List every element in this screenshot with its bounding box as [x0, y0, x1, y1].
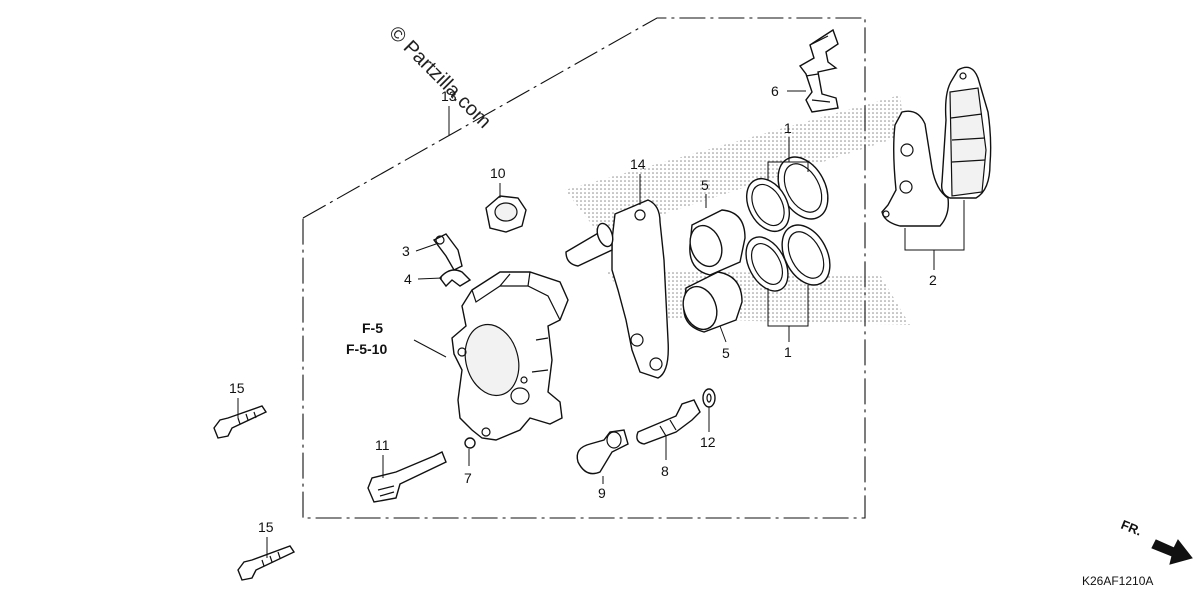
shading-band-lower — [605, 270, 910, 325]
callout-5-upper: 5 — [701, 177, 709, 193]
brake-pad-front[interactable] — [881, 110, 950, 227]
flange-bolt-lower[interactable] — [237, 545, 296, 581]
callout-6: 6 — [771, 83, 779, 99]
small-nut[interactable] — [464, 437, 476, 449]
callout-9: 9 — [598, 485, 606, 501]
reference-label-f5-10[interactable]: F-5-10 — [346, 341, 387, 357]
leader-lines — [237, 90, 965, 558]
bleeder-cap[interactable] — [485, 195, 527, 233]
callout-15-upper: 15 — [229, 380, 245, 396]
callout-10: 10 — [490, 165, 506, 181]
callout-15-lower: 15 — [258, 519, 274, 535]
washer[interactable] — [702, 388, 716, 408]
drawing-code: K26AF1210A — [1082, 574, 1153, 588]
callout-5-lower: 5 — [722, 345, 730, 361]
shading-band-upper — [565, 95, 905, 235]
callout-8: 8 — [661, 463, 669, 479]
caliper-body[interactable] — [451, 271, 569, 441]
direction-label: FR. — [1119, 517, 1144, 539]
callout-1-lower: 1 — [784, 344, 792, 360]
piston-seal-lower-2[interactable] — [737, 230, 796, 298]
pad-spring[interactable] — [798, 28, 839, 113]
callout-12: 12 — [700, 434, 716, 450]
callout-1-upper: 1 — [784, 120, 792, 136]
watermark: © Partzilla.com — [384, 22, 495, 133]
clip[interactable] — [439, 269, 472, 288]
slide-pin[interactable] — [636, 399, 701, 445]
callout-3: 3 — [402, 243, 410, 259]
direction-arrow-icon — [1151, 539, 1193, 565]
flange-bolt-upper[interactable] — [213, 405, 268, 439]
piston-seal-lower-1[interactable] — [772, 217, 839, 293]
callout-7: 7 — [464, 470, 472, 486]
callout-11: 11 — [375, 437, 390, 453]
reference-label-f5[interactable]: F-5 — [362, 320, 383, 336]
caliper-bracket[interactable] — [565, 199, 669, 379]
bleeder-pin-bolt[interactable] — [576, 429, 629, 475]
callout-4: 4 — [404, 271, 412, 287]
callout-14: 14 — [630, 156, 646, 172]
piston-seal-upper-2[interactable] — [738, 171, 798, 238]
callout-2: 2 — [929, 272, 937, 288]
piston-upper[interactable] — [685, 209, 746, 276]
brake-pad-rear[interactable] — [940, 66, 992, 199]
assembly-boundary — [302, 17, 866, 519]
callout-labels: 13 10 3 4 14 6 5 5 1 1 2 15 15 11 7 9 8 … — [229, 83, 937, 535]
pin-bolt[interactable] — [367, 451, 447, 503]
front-direction-indicator: FR. — [1119, 517, 1193, 565]
callout-13: 13 — [441, 88, 457, 104]
bleeder-screw[interactable] — [432, 233, 463, 271]
piston-lower[interactable] — [677, 271, 743, 334]
